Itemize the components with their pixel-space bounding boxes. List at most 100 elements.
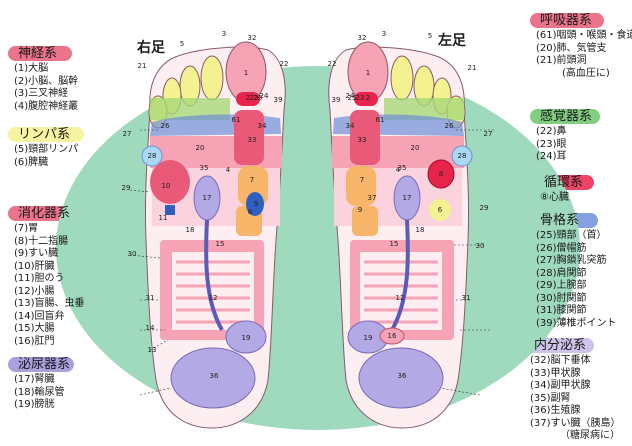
legend-respiratory-title: 呼吸器系: [540, 13, 593, 28]
left-zone-numbers: 1234567891215161718192021222324252627282…: [328, 30, 493, 380]
left-zone-number-27: 27: [484, 130, 493, 138]
right-zone-number-24: 24: [260, 92, 269, 100]
legend-item: (33)甲状腺: [530, 367, 581, 379]
legend-nervous-title: 神経系: [18, 46, 58, 61]
right-zone-number-35: 35: [200, 164, 209, 172]
left-zone-number-8: 8: [439, 170, 443, 178]
right-sinus: [236, 92, 260, 106]
legend-digestive-title: 消化器系: [18, 206, 71, 221]
right-pancreas-spot: [246, 192, 264, 216]
left-zone-number-21: 21: [468, 64, 477, 72]
legend-item: (27)胸鎖乳突筋: [536, 255, 607, 266]
legend-item: (37)すい臓（胰島）: [530, 417, 621, 429]
legend-sensory: 感覚器系 (22)鼻 (23)眼 (24)耳: [530, 108, 600, 164]
background-ellipse: [56, 66, 580, 430]
legend-item: (23)眼: [536, 138, 567, 150]
legend-item: (13)盲腸、虫垂: [14, 298, 85, 309]
left-small-intestine: [360, 252, 442, 330]
legend-item: (32)脳下垂体: [530, 355, 591, 366]
legend-item: (29)上腕部: [536, 280, 587, 291]
legend-endocrine: 内分泌系 (32)脳下垂体 (33)甲状腺 (34)副甲状腺 (35)副腎 (3…: [524, 337, 621, 443]
legend-item: (22)鼻: [536, 126, 567, 137]
left-zone-number-20: 20: [411, 144, 420, 152]
legend-item: ⑧心臓: [540, 192, 569, 203]
right-zone-number-12: 12: [209, 294, 218, 302]
left-zone-number-7: 7: [360, 176, 364, 184]
right-intestine-stripes: [176, 260, 250, 324]
right-zone-number-25: 25: [254, 94, 263, 102]
right-zone-number-2: 2: [246, 94, 250, 102]
legend-item: (14)回盲弁: [14, 310, 65, 322]
left-zone-number-19: 19: [364, 334, 373, 342]
right-zone-number-31: 31: [146, 294, 155, 302]
left-zone-number-36: 36: [398, 372, 407, 380]
legend-lymph-title: リンパ系: [18, 127, 71, 142]
left-zone-number-18: 18: [416, 226, 425, 234]
left-sinus: [354, 92, 378, 106]
right-zone-number-9: 9: [254, 200, 258, 208]
legend-item: (8)十二指腸: [14, 235, 69, 247]
right-zone-number-1: 1: [244, 69, 248, 77]
legend-item: (20)肺、気管支: [536, 42, 607, 54]
legend-item: (24)耳: [536, 151, 567, 162]
left-toe-bases: [384, 98, 464, 120]
right-zone-number-13: 13: [148, 346, 157, 354]
legend-skeletal: 骨格系 (25)頸部（首） (26)僧帽筋 (27)胸鎖乳突筋 (28)肩関節 …: [530, 212, 617, 330]
left-zone-number-33: 33: [358, 136, 367, 144]
left-spleen: [429, 199, 451, 221]
left-zone-number-30: 30: [476, 242, 485, 250]
right-zone-number-34: 34: [258, 122, 267, 130]
legend-urinary: 泌尿器系 (17)腎臓 (18)輸尿管 (19)膀胱: [8, 356, 74, 412]
right-zone-number-36: 36: [210, 372, 219, 380]
left-foot-label: 左足: [438, 33, 466, 49]
legend-item: (11)胆のう: [14, 273, 65, 284]
legend-sensory-title: 感覚器系: [540, 109, 593, 124]
legend-nervous: 神経系 (1)大脳 (2)小脳、脳幹 (3)三叉神経 (4)腹腔神経叢: [8, 45, 79, 113]
left-heel: [358, 347, 444, 409]
legend-circulatory: 循環系 ⑧心臓: [534, 174, 594, 205]
right-toe-2: [200, 55, 224, 101]
left-zone-number-16: 16: [388, 332, 397, 340]
left-zone-number-4: 4: [396, 166, 401, 174]
right-zone-number-15: 15: [216, 240, 225, 248]
right-zone-number-22: 22: [280, 60, 289, 68]
right-zone-number-7: 7: [250, 176, 254, 184]
left-zone-number-1: 1: [366, 69, 370, 77]
left-heart: [427, 159, 455, 189]
legend-item: (61)咽頭・喉頭・食道: [536, 30, 632, 41]
right-zone-number-39: 39: [274, 96, 283, 104]
legend-item: (9)すい臓: [14, 248, 59, 259]
left-zone-number-32: 32: [358, 34, 367, 42]
left-zone-number-3: 3: [382, 30, 386, 38]
legend-item: (4)腹腔神経叢: [14, 100, 79, 112]
right-zone-number-21: 21: [138, 62, 147, 70]
right-zone-number-33: 33: [248, 136, 257, 144]
legend-item: (35)副腎: [530, 392, 571, 404]
left-zone-number-12: 12: [396, 294, 405, 302]
left-anus: [379, 327, 405, 345]
legend-item: (25)頸部（首）: [536, 230, 607, 241]
left-zone-number-17: 17: [403, 194, 412, 202]
left-zone-number-6: 6: [438, 206, 443, 214]
right-bladder: [225, 320, 267, 354]
legend-item: (18)輸尿管: [14, 386, 65, 398]
legend-endocrine-title: 内分泌系: [534, 338, 587, 353]
left-zone-number-24: 24: [346, 92, 355, 100]
right-zone-number-29: 29: [122, 184, 131, 192]
right-zone-number-27: 27: [123, 130, 132, 138]
legend-item: (3)三叉神経: [14, 88, 69, 99]
legend-item: (31)膝関節: [536, 305, 587, 316]
right-zone-number-28: 28: [148, 152, 157, 160]
left-zone-number-15: 15: [390, 240, 399, 248]
left-zone-number-23: 23: [356, 94, 365, 102]
left-zone-number-39: 39: [332, 96, 341, 104]
left-zone-number-31: 31: [462, 294, 471, 302]
right-zone-number-20: 20: [196, 144, 205, 152]
legend-item: (10)肝臓: [14, 260, 55, 272]
legend-item: (2)小脳、脳幹: [14, 75, 79, 87]
legend-item: (17)腎臓: [14, 374, 55, 385]
left-intestine-stripes: [364, 260, 438, 324]
right-zone-number-32: 32: [248, 34, 257, 42]
left-zone-number-9: 9: [358, 206, 362, 214]
